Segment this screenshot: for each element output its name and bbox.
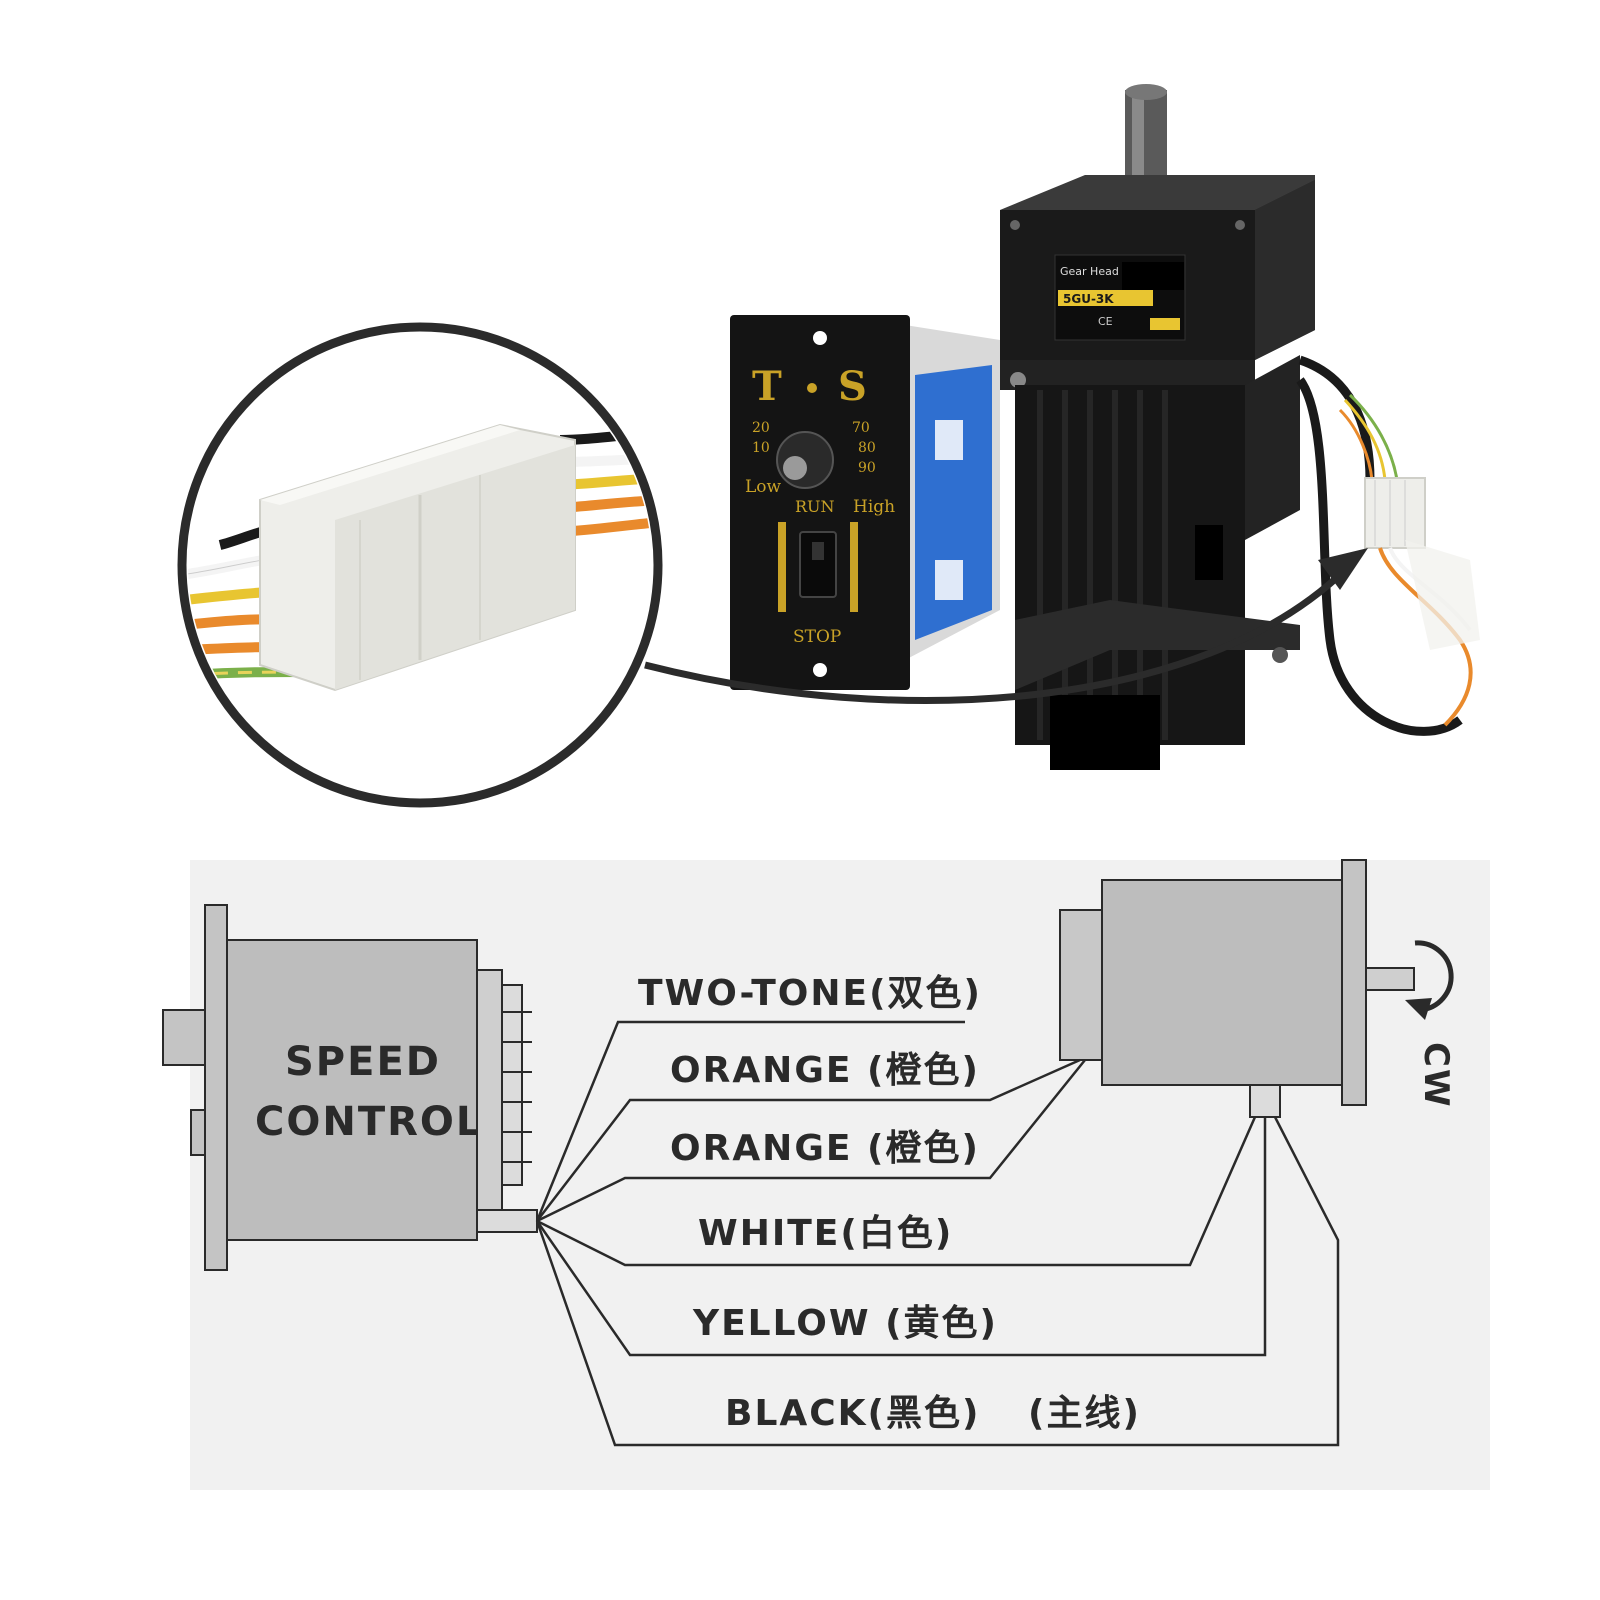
product-photo: T S 20 10 70 80 90 Low High RUN STOP bbox=[177, 84, 1480, 808]
speed-controller-unit: T S 20 10 70 80 90 Low High RUN STOP bbox=[730, 315, 1000, 690]
speed-label: SPEED bbox=[285, 1039, 441, 1085]
wire-label-two-tone: TWO-TONE(双色) bbox=[638, 973, 982, 1014]
wire-line-two-tone bbox=[535, 1020, 965, 1222]
speed-knob[interactable] bbox=[776, 431, 834, 489]
wire-label-orange-1: ORANGE (橙色) bbox=[670, 1050, 980, 1091]
connector-zoom-circle bbox=[177, 322, 663, 808]
brand-letter-s: S bbox=[838, 363, 867, 410]
zoom-arrow bbox=[644, 548, 1368, 705]
stop-label: STOP bbox=[793, 627, 841, 647]
dial-mark-80: 80 bbox=[858, 440, 876, 456]
brand-letter-t: T bbox=[752, 363, 782, 410]
wire-line-black bbox=[535, 1116, 1340, 1447]
motor-cable bbox=[1296, 355, 1480, 736]
wire-lines bbox=[535, 1020, 1340, 1447]
wire-label-yellow: YELLOW (黄色) bbox=[692, 1303, 998, 1344]
dial-mark-10: 10 bbox=[752, 440, 770, 456]
run-label: RUN bbox=[795, 497, 835, 516]
wire-line-yellow bbox=[535, 1117, 1267, 1357]
connector-housing bbox=[259, 423, 576, 692]
high-label: High bbox=[853, 497, 895, 517]
controller-side-label bbox=[915, 365, 992, 640]
brand-dot bbox=[807, 383, 817, 393]
rotation-label: CW bbox=[1416, 1042, 1456, 1108]
speed-control-box: SPEED CONTROL bbox=[162, 904, 538, 1271]
control-label: CONTROL bbox=[255, 1099, 483, 1145]
redaction-box-bottom bbox=[1050, 695, 1160, 770]
dial-mark-20: 20 bbox=[752, 420, 770, 436]
motor-shaft-diagram bbox=[1365, 967, 1415, 991]
wire-line-orange-1 bbox=[536, 1058, 1081, 1222]
redaction-box bbox=[1122, 262, 1184, 290]
redaction-box-side bbox=[1195, 525, 1223, 580]
dial-mark-90: 90 bbox=[858, 460, 876, 476]
wire-label-black: BLACK(黑色) bbox=[725, 1393, 980, 1434]
dial-mark-70: 70 bbox=[852, 420, 870, 436]
run-stop-switch[interactable] bbox=[799, 531, 837, 598]
cw-rotation-icon bbox=[1414, 940, 1454, 1013]
main-line-note: (主线) bbox=[1028, 1393, 1141, 1434]
gear-motor: Gear Head 5GU-3K CE bbox=[1000, 84, 1315, 770]
wire-labels: TWO-TONE(双色) ORANGE (橙色) ORANGE (橙色) WHI… bbox=[638, 973, 1141, 1434]
motor-diagram: CW bbox=[1059, 859, 1456, 1118]
wire-line-orange-2 bbox=[536, 1059, 1086, 1223]
motor-connector bbox=[1364, 477, 1426, 549]
wire-line-white bbox=[536, 1116, 1257, 1267]
gear-head-label: Gear Head bbox=[1060, 265, 1119, 278]
wire-label-white: WHITE(白色) bbox=[698, 1213, 953, 1254]
ce-mark: CE bbox=[1098, 315, 1113, 328]
wire-label-orange-2: ORANGE (橙色) bbox=[670, 1128, 980, 1169]
model-label: 5GU-3K bbox=[1063, 292, 1114, 306]
controller-front-panel bbox=[730, 315, 910, 690]
wiring-diagram: SPEED CONTROL CW bbox=[162, 859, 1490, 1490]
low-label: Low bbox=[745, 477, 782, 497]
